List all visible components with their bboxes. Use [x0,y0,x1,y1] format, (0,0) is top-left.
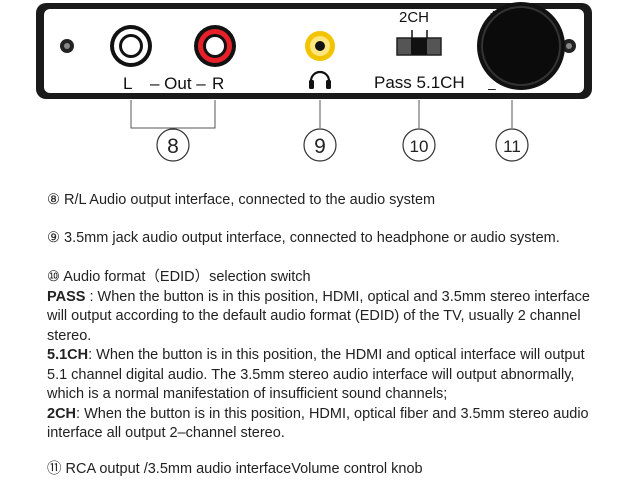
svg-text:11: 11 [503,137,521,156]
ch2-line-2: interface all output 2–channel stereo. [47,425,285,441]
section-11-text: ⑪ RCA output /3.5mm audio interfaceVolum… [47,461,423,477]
pass-label: PASS [47,289,86,305]
section-8-text: ⑧ R/L Audio output interface, connected … [47,192,436,208]
ch51-label: 5.1CH [47,347,89,363]
headphone-jack-icon [305,31,335,61]
screw-left-icon [60,39,74,53]
pass-line-1: PASS : When the button is in this positi… [47,289,590,305]
rca-out-label: – Out – [150,74,206,93]
rca-left-jack-icon [110,25,152,67]
svg-text:10: 10 [410,137,429,156]
rca-right-label: R [212,74,224,93]
section-9-text: ⑨ 3.5mm jack audio output interface, con… [47,230,560,246]
knob-plus-label: + [490,7,497,21]
pass-line-2: will output according to the default aud… [47,308,581,324]
device-diagram: L – Out – R 2CH Pass 5.1CH + – 8 9 [36,2,592,162]
rca-right-jack-icon [194,25,236,67]
callout-10: 10 [402,128,436,162]
callout-11: 11 [495,128,529,162]
section-10-title: ⑩ Audio format（EDID）selection switch [47,269,311,285]
knob-minus-label: – [488,80,496,96]
svg-text:9: 9 [314,135,326,158]
rca-left-label: L [123,74,132,93]
switch-bottom-label: Pass 5.1CH [374,73,465,92]
pass-line-3: stereo. [47,328,92,344]
callout-9: 9 [303,128,337,162]
ch51-line-1: 5.1CH: When the button is in this positi… [47,347,585,363]
format-switch-icon [396,30,442,56]
ch2-line-1: 2CH: When the button is in this position… [47,406,589,422]
headphone-icon [309,70,331,89]
svg-text:8: 8 [167,135,179,158]
callout-8: 8 [156,128,190,162]
ch51-line-2: 5.1 channel digital audio. The 3.5mm ste… [47,367,575,383]
ch51-line-3: which is a normal manifestation of insuf… [47,386,448,402]
callout-8-bracket [130,100,216,129]
switch-top-label: 2CH [399,9,429,26]
screw-right-icon [562,39,576,53]
ch2-label: 2CH [47,406,77,422]
volume-knob-icon [477,2,565,90]
